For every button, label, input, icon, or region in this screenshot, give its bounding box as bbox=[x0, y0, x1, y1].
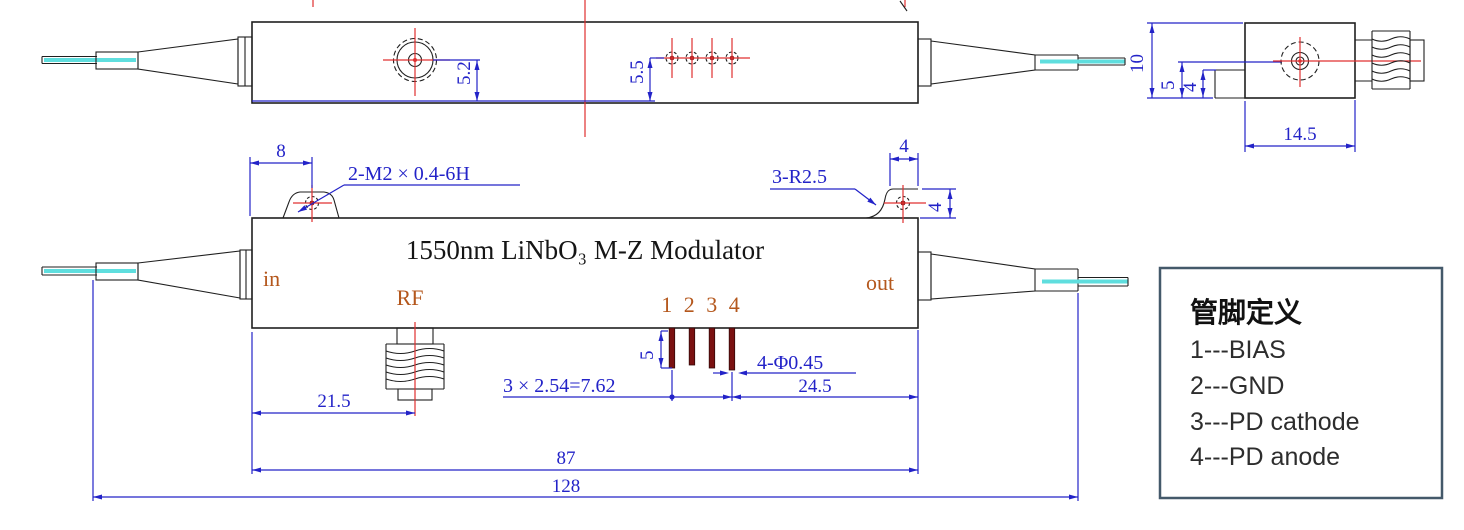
top-view-left-boot bbox=[95, 36, 253, 87]
dim-hole-offset: 5.2 bbox=[252, 59, 655, 102]
dim-side-center: 5 bbox=[1158, 62, 1185, 98]
dim-label-87: 87 bbox=[557, 448, 576, 469]
legend-item-gnd: 2---GND bbox=[1190, 372, 1284, 400]
dim-side-height: 10 bbox=[1127, 22, 1243, 99]
dim-pin-pitch-chain: 3 × 2.54=7.62 24.5 bbox=[503, 370, 918, 401]
dim-tab-hole-offset: 8 bbox=[249, 141, 313, 216]
dim-label-8: 8 bbox=[276, 141, 286, 162]
top-view-left-fiber bbox=[41, 55, 136, 65]
legend-item-pd-anode: 4---PD anode bbox=[1190, 443, 1340, 471]
dim-label-5-2: 5.2 bbox=[454, 61, 475, 85]
legend-border bbox=[1158, 266, 1444, 500]
left-mounting-tab bbox=[282, 185, 340, 222]
port-label-rf: RF bbox=[397, 285, 424, 310]
dim-label-4: 4 bbox=[1180, 82, 1201, 92]
pin-legend: 管脚定义 1---BIAS 2---GND 3---PD cathode 4--… bbox=[1158, 266, 1444, 500]
front-view-right-fiber bbox=[1042, 276, 1129, 287]
pin-diameter-label: 4-Φ0.45 bbox=[757, 352, 823, 374]
dim-label-5: 5 bbox=[1158, 81, 1179, 91]
screw-spec-label: 2-M2 × 0.4-6H bbox=[348, 163, 470, 185]
dim-label-24-5: 24.5 bbox=[798, 376, 831, 397]
side-view: 10 5 4 14.5 bbox=[1127, 22, 1425, 152]
dim-tab-height: 4 bbox=[920, 188, 956, 219]
dim-pin-length: 5 bbox=[637, 330, 672, 369]
top-view-remnant-marks bbox=[312, 0, 908, 12]
legend-item-pd-cathode: 3---PD cathode bbox=[1190, 408, 1360, 436]
top-view-rf-hole bbox=[383, 28, 450, 96]
port-label-in: in bbox=[263, 266, 280, 291]
dim-label-128: 128 bbox=[552, 476, 581, 497]
legend-title: 管脚定义 bbox=[1190, 296, 1302, 328]
dim-label-tab-width: 4 bbox=[899, 136, 909, 157]
legend-item-bias: 1---BIAS bbox=[1190, 336, 1286, 364]
top-view-pin-holes bbox=[656, 38, 750, 78]
dim-rf-offset: 21.5 bbox=[251, 332, 415, 474]
rf-connector bbox=[385, 322, 445, 416]
front-view-left-fiber bbox=[41, 266, 136, 276]
top-view-right-fiber bbox=[1040, 57, 1126, 66]
front-view-right-boot bbox=[917, 251, 1079, 301]
dim-label-10: 10 bbox=[1127, 54, 1148, 73]
dim-label-21-5: 21.5 bbox=[317, 391, 350, 412]
port-label-out: out bbox=[866, 270, 894, 295]
fillet-label: 3-R2.5 bbox=[772, 166, 827, 188]
screw-spec-callout: 2-M2 × 0.4-6H bbox=[297, 163, 520, 213]
device-title: 1550nm LiNbO₃ M-Z Modulator bbox=[406, 235, 764, 265]
dim-block-length: 14.5 bbox=[1244, 100, 1356, 152]
front-view: 8 2-M2 × 0.4-6H 3-R2.5 4 bbox=[41, 136, 1129, 501]
top-view: 5.2 5.5 bbox=[41, 0, 1126, 137]
fillet-callout: 3-R2.5 bbox=[770, 166, 877, 206]
side-view-step bbox=[1214, 69, 1245, 99]
side-view-sma-connector bbox=[1355, 30, 1425, 90]
dim-pin-row-offset: 5.5 bbox=[627, 57, 664, 101]
pin-numbers-label: 1 2 3 4 bbox=[661, 292, 743, 317]
bias-pins bbox=[668, 327, 736, 371]
front-view-left-boot bbox=[95, 249, 253, 300]
dim-body-length: 87 bbox=[252, 330, 919, 474]
dim-overall-length: 128 bbox=[92, 280, 1079, 501]
pin-diameter-callout: 4-Φ0.45 bbox=[713, 352, 856, 376]
dim-label-5-5: 5.5 bbox=[627, 60, 648, 84]
dim-label-14-5: 14.5 bbox=[1283, 124, 1316, 145]
dim-side-step: 4 bbox=[1180, 69, 1216, 98]
dim-tab-width: 4 bbox=[889, 136, 919, 186]
right-mounting-tab bbox=[865, 185, 926, 223]
dim-label-pin-length: 5 bbox=[637, 351, 658, 361]
dim-label-pin-pitch: 3 × 2.54=7.62 bbox=[503, 375, 616, 397]
dim-label-tab-height: 4 bbox=[925, 202, 946, 212]
